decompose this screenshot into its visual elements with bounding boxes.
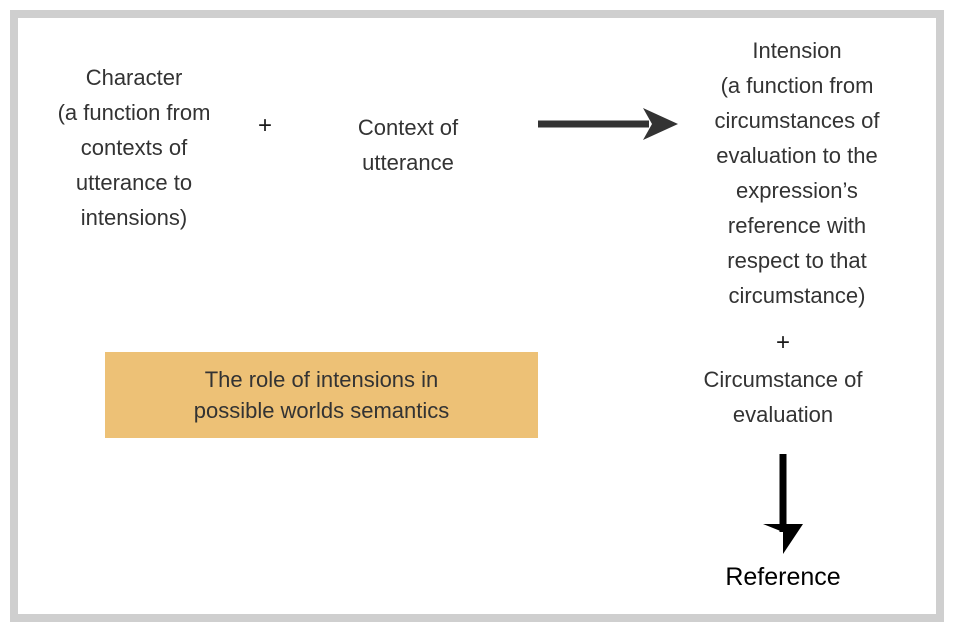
node-context-of-utterance: Context of utterance	[357, 115, 459, 175]
node-circumstance-of-evaluation: Circumstance of evaluation	[703, 367, 863, 427]
caption-box: The role of intensions in possible world…	[105, 352, 538, 438]
arrow-right-icon	[538, 108, 678, 140]
node-reference: Reference	[725, 563, 841, 591]
node-intension: Intension (a function from circumstances…	[714, 38, 880, 308]
plus-operator-intension-circumstance: +	[775, 329, 790, 356]
arrow-down-head	[763, 524, 803, 554]
arrow-down-icon	[763, 454, 803, 554]
node-character: Character (a function from contexts of u…	[57, 65, 211, 230]
plus-operator-character-context: +	[257, 112, 272, 139]
arrow-right-head	[643, 108, 678, 140]
figure-border-frame	[10, 10, 944, 622]
caption-text: The role of intensions in possible world…	[193, 367, 450, 423]
